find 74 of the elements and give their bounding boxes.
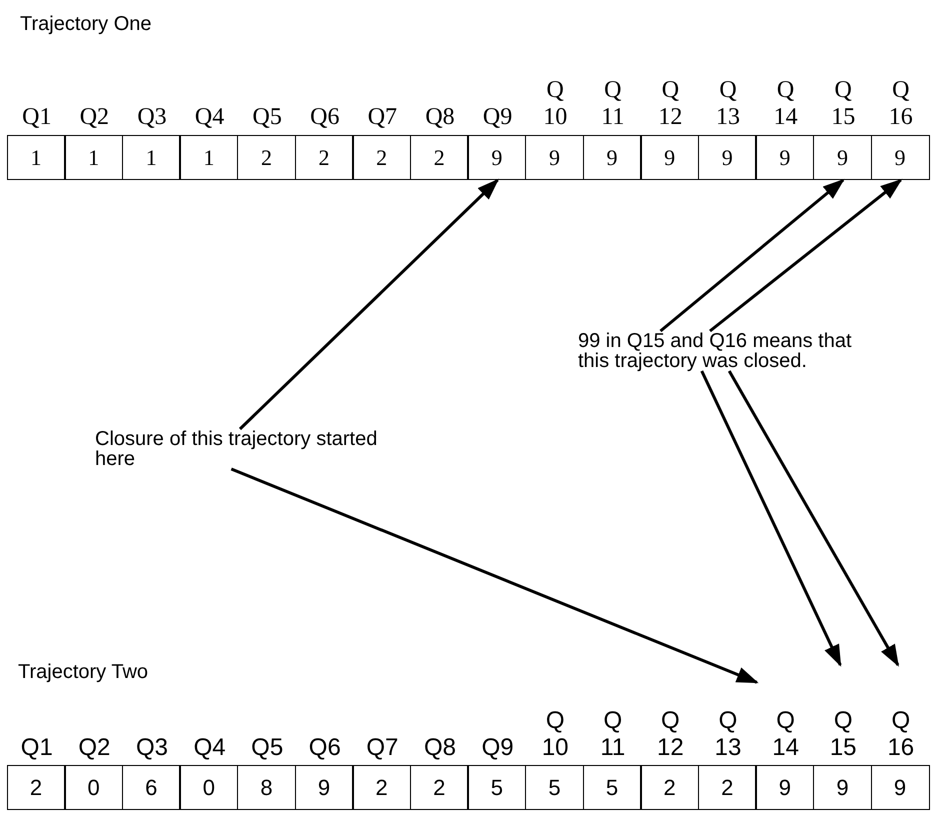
column-header: Q 16 bbox=[886, 707, 916, 761]
value-cell: 9 bbox=[812, 135, 872, 180]
column-header: Q4 bbox=[194, 734, 226, 761]
arrow bbox=[728, 370, 900, 667]
column-header: Q 14 bbox=[771, 707, 800, 761]
value-cell: 1 bbox=[64, 135, 124, 180]
value-cell: 9 bbox=[812, 765, 872, 810]
column-header: Q1 bbox=[22, 104, 52, 131]
value-cell: 9 bbox=[698, 135, 757, 180]
column-header: Q7 bbox=[366, 734, 398, 761]
column-header: Q6 bbox=[310, 104, 340, 131]
value-cell: 9 bbox=[294, 765, 354, 810]
column-header: Q 11 bbox=[599, 707, 626, 761]
annotation-text: Closure of this trajectory started here bbox=[95, 429, 385, 469]
value-cell: 5 bbox=[524, 765, 584, 810]
value-cell: 2 bbox=[352, 135, 412, 180]
arrow bbox=[230, 468, 759, 684]
column-header: Q 11 bbox=[600, 77, 626, 131]
value-cell: 9 bbox=[870, 135, 930, 180]
value-cell: 8 bbox=[236, 765, 296, 810]
value-cell: 9 bbox=[755, 765, 814, 810]
arrow bbox=[700, 370, 842, 667]
row-title: Trajectory One bbox=[20, 13, 152, 36]
column-header: Q 13 bbox=[714, 77, 741, 131]
value-cell: 1 bbox=[122, 135, 181, 180]
value-cell: 2 bbox=[698, 765, 757, 810]
value-cell: 2 bbox=[640, 765, 700, 810]
value-cell: 9 bbox=[524, 135, 584, 180]
column-header: Q 10 bbox=[540, 707, 570, 761]
column-header: Q8 bbox=[424, 734, 456, 761]
column-header: Q 12 bbox=[656, 707, 685, 761]
arrow bbox=[709, 178, 902, 332]
column-header: Q2 bbox=[80, 104, 110, 131]
column-header: Q5 bbox=[252, 104, 282, 131]
column-header: Q7 bbox=[368, 104, 398, 131]
column-header: Q3 bbox=[136, 734, 168, 761]
value-cell: 1 bbox=[179, 135, 238, 180]
column-header: Q 15 bbox=[830, 77, 856, 131]
value-cell: 9 bbox=[870, 765, 930, 810]
value-cell: 2 bbox=[410, 135, 469, 180]
column-header: Q6 bbox=[308, 734, 341, 761]
column-header: Q4 bbox=[194, 104, 224, 131]
column-header: Q 13 bbox=[714, 707, 742, 761]
value-cell: 9 bbox=[755, 135, 814, 180]
value-cell: 1 bbox=[6, 135, 66, 180]
column-header: Q9 bbox=[482, 734, 514, 761]
value-cell: 2 bbox=[6, 765, 66, 810]
column-header: Q 15 bbox=[828, 707, 858, 761]
annotation-text: 99 in Q15 and Q16 means that this trajectory was closed. bbox=[578, 331, 853, 371]
column-header: Q 12 bbox=[657, 77, 684, 131]
value-cell: 5 bbox=[467, 765, 526, 810]
column-header: Q 10 bbox=[542, 77, 568, 131]
column-header: Q 14 bbox=[772, 77, 799, 131]
value-cell: 2 bbox=[410, 765, 469, 810]
column-header: Q3 bbox=[137, 104, 167, 131]
arrow bbox=[660, 178, 845, 332]
value-cell: 0 bbox=[64, 765, 124, 810]
column-header: Q 16 bbox=[888, 77, 914, 131]
row-title: Trajectory Two bbox=[18, 661, 148, 684]
arrow bbox=[238, 178, 500, 430]
value-cell: 9 bbox=[640, 135, 700, 180]
value-cell: 6 bbox=[122, 765, 181, 810]
column-header: Q1 bbox=[20, 734, 53, 761]
value-cell: 9 bbox=[467, 135, 526, 180]
column-header: Q5 bbox=[251, 734, 284, 761]
value-cell: 9 bbox=[582, 135, 642, 180]
value-cell: 0 bbox=[179, 765, 238, 810]
value-cell: 2 bbox=[352, 765, 412, 810]
column-header: Q9 bbox=[482, 104, 512, 131]
value-cell: 2 bbox=[236, 135, 296, 180]
value-cell: 2 bbox=[294, 135, 354, 180]
column-header: Q2 bbox=[78, 734, 110, 761]
column-header: Q8 bbox=[425, 104, 455, 131]
value-cell: 5 bbox=[582, 765, 642, 810]
